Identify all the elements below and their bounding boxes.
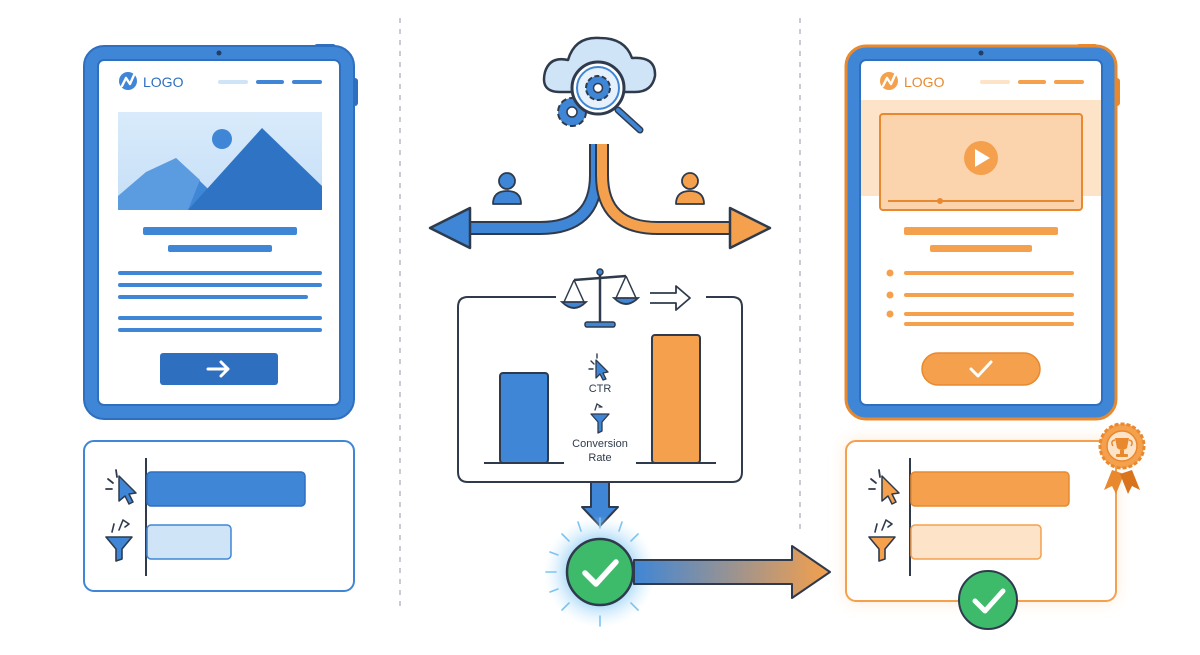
comparison-bar-b <box>651 334 701 464</box>
checkmark-icon <box>969 360 993 378</box>
headline-b <box>904 227 1058 252</box>
variant-b-tablet: LOGO <box>844 44 1120 421</box>
ctr-click-icon <box>105 469 137 505</box>
nav-links-a[interactable] <box>218 80 322 84</box>
ctr-click-icon-b <box>868 469 900 505</box>
cta-button-a[interactable] <box>160 353 278 385</box>
play-icon[interactable] <box>964 141 998 175</box>
logo-icon-b <box>880 72 898 90</box>
logo-icon <box>119 72 137 90</box>
conversion-funnel-icon <box>105 519 133 562</box>
variant-a-tablet: LOGO <box>83 44 358 420</box>
trophy-ribbon-icon <box>1098 422 1146 494</box>
check-circle-icon-b <box>958 570 1018 630</box>
headline-a <box>143 227 297 252</box>
bullet-list-b <box>886 269 1074 326</box>
ctr-label: CTR <box>589 383 612 395</box>
cloud-gear-search-icon <box>542 36 657 134</box>
arrow-right-outline-icon <box>650 285 691 311</box>
ctr-cursor-icon <box>588 353 609 381</box>
variant-b-ctr-bar <box>910 471 1070 507</box>
variant-a-metrics-card <box>83 440 355 592</box>
balance-scale-icon <box>559 268 641 328</box>
cta-button-b[interactable] <box>921 352 1041 386</box>
funnel-icon-center <box>590 403 610 434</box>
split-arrow-orange <box>595 144 772 250</box>
arrow-right-icon <box>206 360 230 378</box>
conversion-funnel-icon-b <box>868 519 896 562</box>
hero-image-icon <box>118 112 322 210</box>
magnifier-icon <box>570 60 644 134</box>
logo-text-a: LOGO <box>143 74 184 90</box>
variant-a-ctr-bar <box>146 471 306 507</box>
user-icon-b <box>675 172 705 205</box>
video-player[interactable] <box>861 100 1101 211</box>
variant-b-conversion-bar <box>910 524 1042 560</box>
conversion-label-line2: Rate <box>588 452 611 464</box>
nav-links-b[interactable] <box>980 80 1084 84</box>
body-text-a <box>118 271 322 332</box>
comparison-bar-a <box>499 372 549 464</box>
variant-b-metrics-card <box>845 422 1146 630</box>
logo-text-b: LOGO <box>904 74 945 90</box>
user-icon-a <box>492 172 522 205</box>
winner-arrow <box>633 545 831 599</box>
comparison-panel: CTR Conversion Rate <box>457 268 743 483</box>
down-arrow <box>581 481 619 527</box>
check-circle-icon <box>544 516 656 628</box>
variant-a-conversion-bar <box>146 524 232 560</box>
conversion-label-line1: Conversion <box>572 438 628 450</box>
